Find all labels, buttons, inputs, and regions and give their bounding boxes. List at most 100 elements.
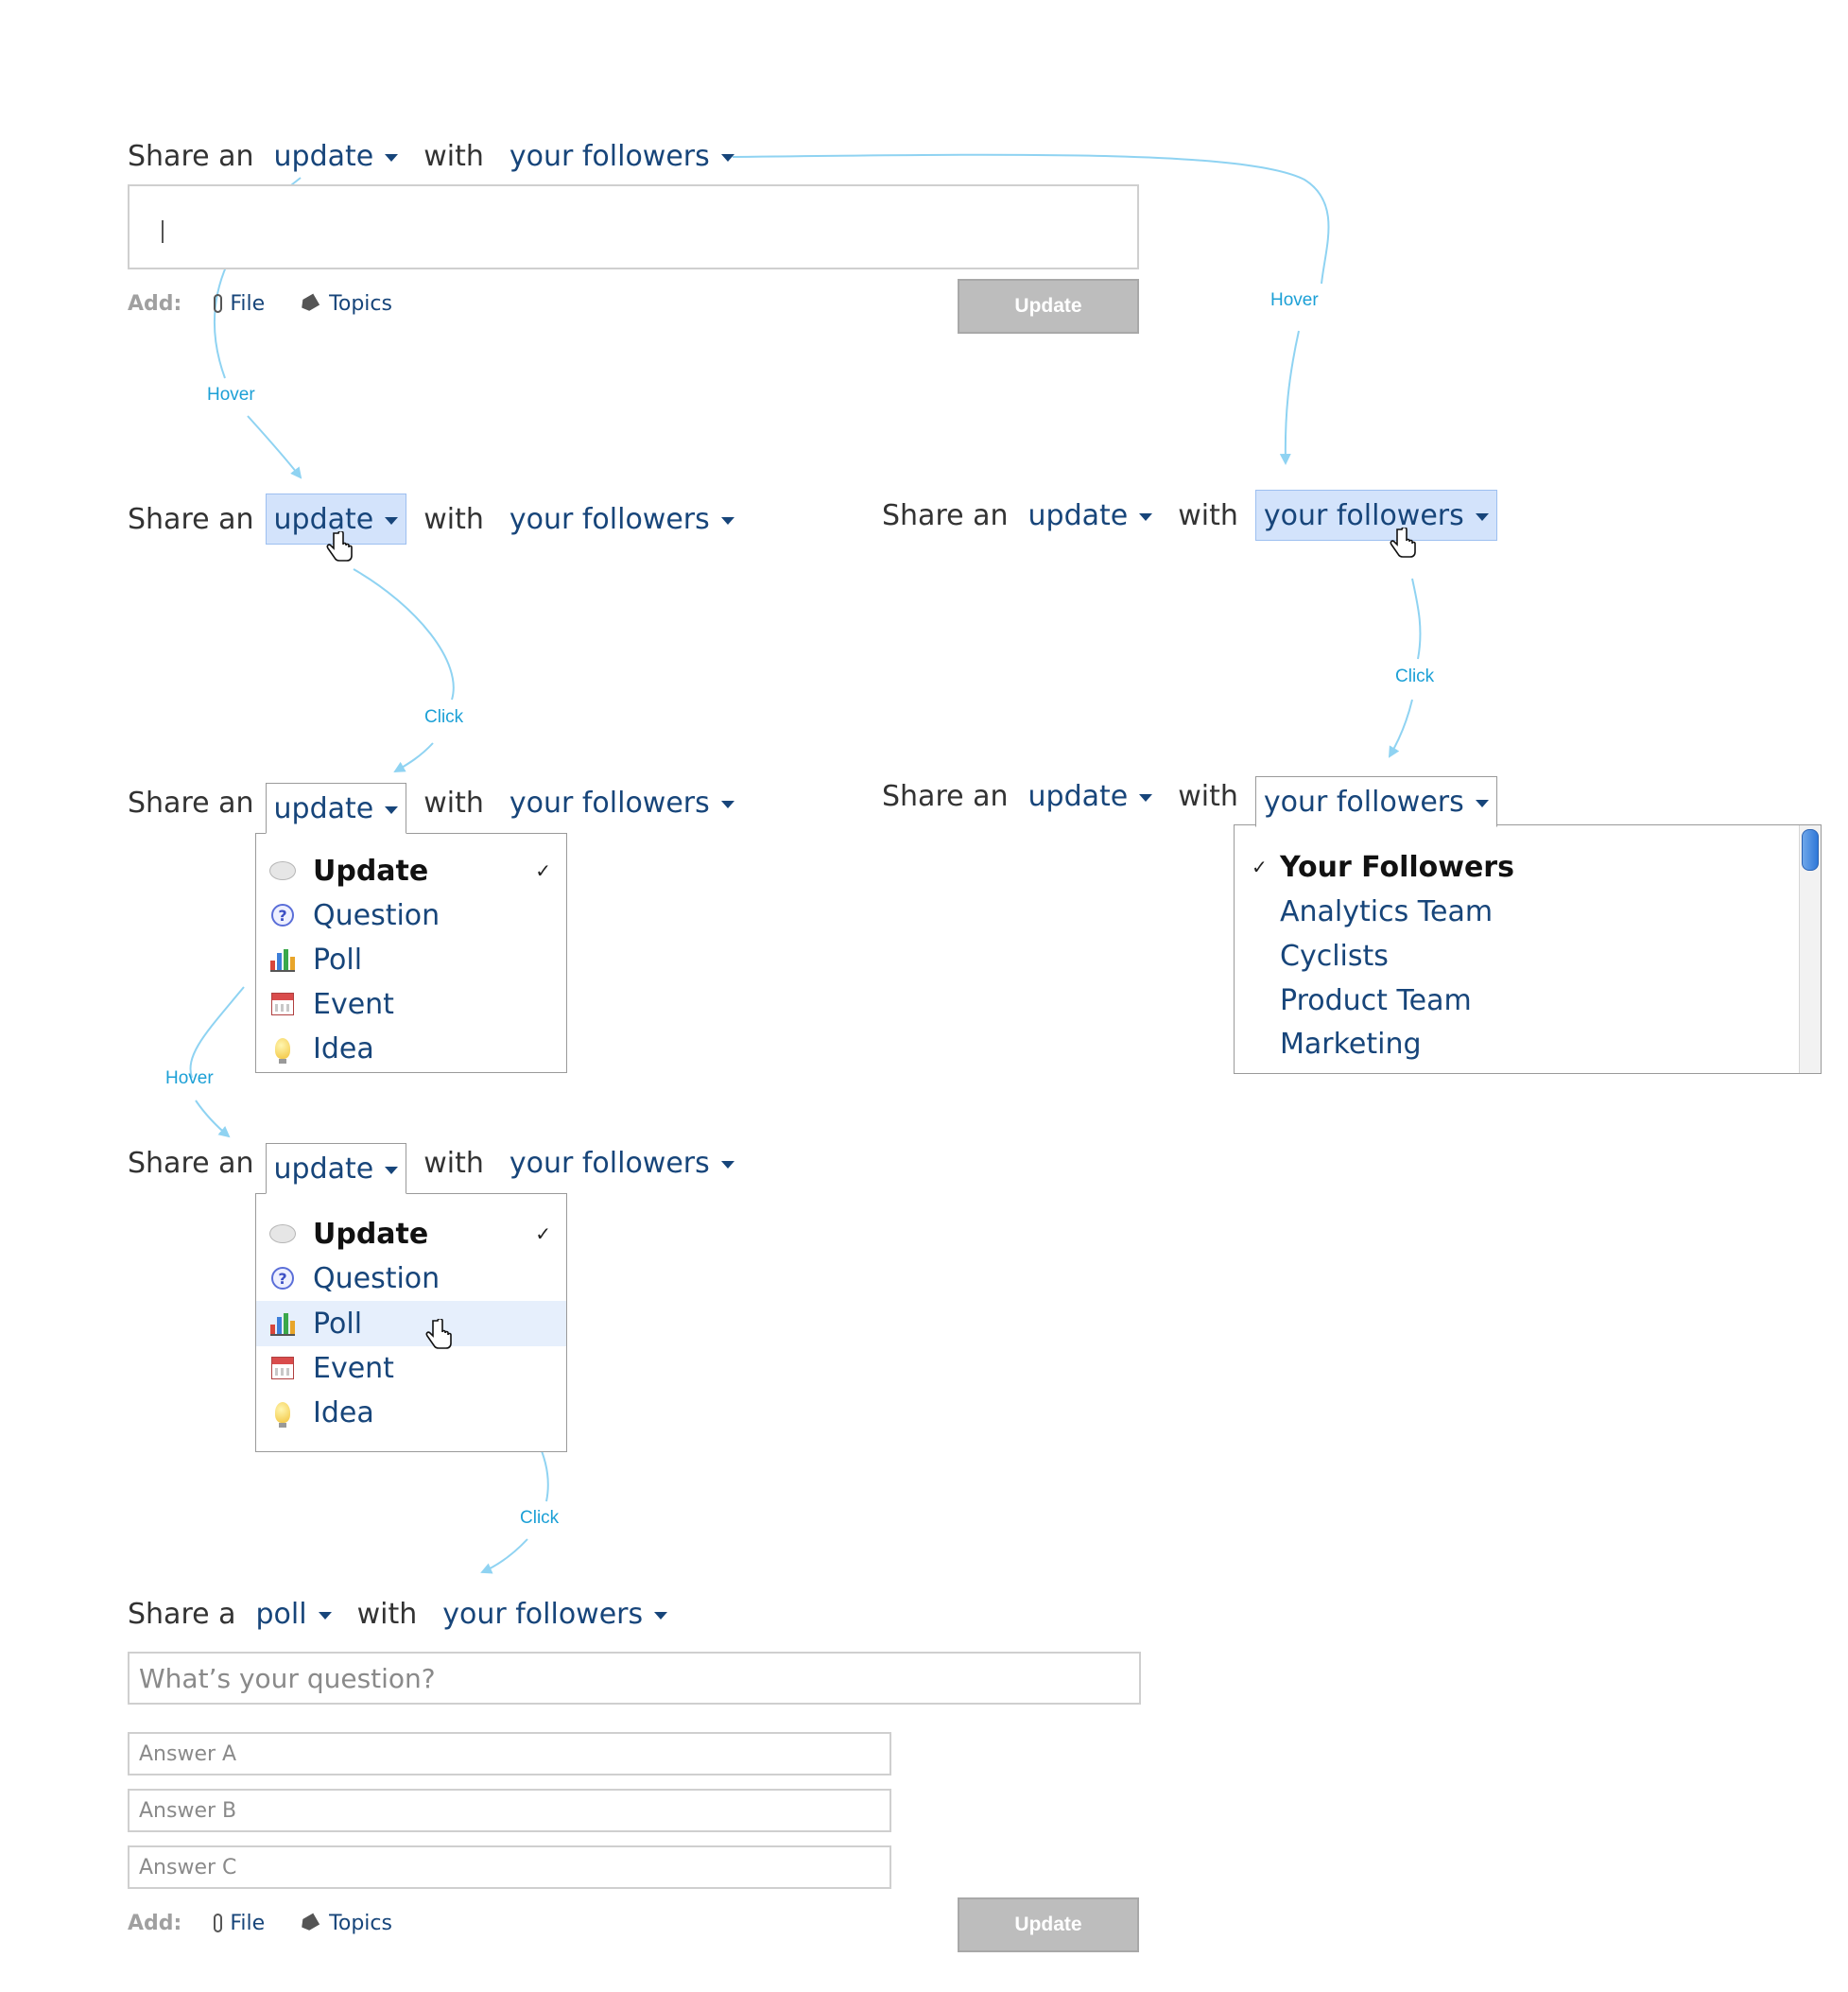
with-text: with bbox=[423, 1146, 484, 1180]
message-type-selector[interactable]: update bbox=[1020, 776, 1162, 816]
group-item-your-followers[interactable]: ✓ Your Followers bbox=[1235, 846, 1792, 888]
add-file-link[interactable]: File bbox=[214, 292, 265, 316]
audience-scrollbar[interactable] bbox=[1799, 825, 1821, 1073]
poll-answer-a-input[interactable]: Answer A bbox=[128, 1732, 891, 1775]
update-button[interactable]: Update bbox=[958, 279, 1139, 334]
update-button[interactable]: Update bbox=[958, 1897, 1139, 1952]
menu-item-question[interactable]: ? Question bbox=[256, 894, 566, 936]
check-icon: ✓ bbox=[535, 1222, 551, 1245]
audience-selector[interactable]: your followers bbox=[501, 1143, 743, 1183]
menu-item-label: Poll bbox=[313, 1307, 363, 1341]
add-topics-link[interactable]: Topics bbox=[301, 1912, 392, 1935]
share-line-followers-open: Share an update with your followers bbox=[882, 775, 1497, 827]
caret-down-icon bbox=[1139, 513, 1153, 521]
caret-down-icon bbox=[385, 154, 399, 162]
audience-selector[interactable]: your followers bbox=[1254, 776, 1497, 827]
share-prefix-text: Share an bbox=[128, 786, 254, 820]
message-type-selector[interactable]: update bbox=[266, 136, 407, 176]
menu-item-poll[interactable]: Poll bbox=[256, 939, 566, 980]
menu-item-label: Event bbox=[313, 987, 394, 1021]
flow-arrow-click-update bbox=[353, 568, 455, 701]
caret-down-icon bbox=[720, 517, 734, 525]
with-text: with bbox=[423, 786, 484, 820]
message-type-dropdown: Update ✓ ? Question Poll Event Idea bbox=[255, 833, 567, 1073]
menu-item-idea[interactable]: Idea bbox=[256, 1392, 566, 1433]
audience-selector[interactable]: your followers bbox=[1254, 490, 1497, 541]
caret-down-icon bbox=[385, 806, 399, 814]
text-cursor bbox=[162, 220, 164, 243]
menu-item-label: Update bbox=[313, 854, 429, 888]
calendar-icon bbox=[269, 1355, 296, 1381]
audience-selector[interactable]: your followers bbox=[501, 136, 743, 176]
menu-item-event[interactable]: Event bbox=[256, 983, 566, 1025]
share-line-hover-followers: Share an update with your followers bbox=[882, 490, 1497, 541]
group-label: Cyclists bbox=[1280, 939, 1389, 973]
audience-selector[interactable]: your followers bbox=[434, 1594, 676, 1634]
caret-down-icon bbox=[720, 154, 734, 162]
audience-selector[interactable]: your followers bbox=[501, 499, 743, 539]
calendar-icon bbox=[269, 991, 296, 1017]
update-textarea[interactable] bbox=[128, 184, 1139, 269]
check-icon: ✓ bbox=[535, 859, 551, 882]
menu-item-question[interactable]: ? Question bbox=[256, 1257, 566, 1299]
message-type-selector[interactable]: update bbox=[265, 1143, 407, 1194]
caret-down-icon bbox=[385, 517, 399, 525]
menu-item-update[interactable]: Update ✓ bbox=[256, 1213, 566, 1255]
add-topics-link[interactable]: Topics bbox=[301, 292, 392, 316]
add-file-link[interactable]: File bbox=[214, 1912, 265, 1935]
hand-cursor-icon bbox=[326, 531, 353, 562]
with-text: with bbox=[423, 502, 484, 536]
caret-down-icon bbox=[385, 1167, 399, 1174]
share-line-hover-update: Share an update with your followers bbox=[128, 494, 743, 545]
share-line-poll: Share a poll with your followers bbox=[128, 1593, 676, 1635]
question-icon: ? bbox=[269, 1265, 296, 1291]
share-line-update-open: Share an update with your followers bbox=[128, 782, 743, 834]
audience-label: your followers bbox=[509, 1146, 710, 1180]
message-type-dropdown: Update ✓ ? Question Poll Event Idea bbox=[255, 1193, 567, 1452]
menu-item-poll[interactable]: Poll bbox=[256, 1301, 566, 1346]
poll-answer-c-input[interactable]: Answer C bbox=[128, 1845, 891, 1889]
share-prefix-text: Share an bbox=[882, 498, 1009, 532]
menu-item-idea[interactable]: Idea bbox=[256, 1028, 566, 1069]
caret-down-icon bbox=[1475, 513, 1489, 521]
share-prefix-text: Share an bbox=[128, 139, 254, 173]
menu-item-update[interactable]: Update ✓ bbox=[256, 850, 566, 892]
share-line-default: Share an update with your followers bbox=[128, 135, 743, 177]
audience-dropdown: ✓ Your Followers Analytics Team Cyclists… bbox=[1234, 824, 1822, 1074]
message-type-selector[interactable]: update bbox=[265, 783, 407, 834]
menu-item-label: Question bbox=[313, 898, 440, 932]
poll-question-input[interactable]: What’s your question? bbox=[128, 1652, 1141, 1705]
group-item-product-team[interactable]: Product Team bbox=[1235, 979, 1792, 1021]
share-prefix-text: Share an bbox=[882, 779, 1009, 813]
hand-cursor-icon bbox=[425, 1319, 452, 1349]
share-prefix-text: Share an bbox=[128, 502, 254, 536]
topics-label: Topics bbox=[329, 291, 392, 316]
paperclip-icon bbox=[214, 294, 223, 313]
file-label: File bbox=[230, 1911, 266, 1935]
message-type-label: poll bbox=[255, 1597, 307, 1631]
click-annotation: Click bbox=[520, 1508, 560, 1528]
caret-down-icon bbox=[720, 801, 734, 808]
audience-label: your followers bbox=[1263, 498, 1464, 532]
check-icon: ✓ bbox=[1252, 856, 1268, 878]
caret-down-icon bbox=[654, 1612, 668, 1620]
topics-label: Topics bbox=[329, 1911, 392, 1935]
group-item-analytics-team[interactable]: Analytics Team bbox=[1235, 891, 1792, 932]
menu-item-label: Poll bbox=[313, 943, 363, 977]
audience-label: your followers bbox=[442, 1597, 644, 1631]
message-type-label: update bbox=[1028, 498, 1129, 532]
menu-item-label: Idea bbox=[313, 1031, 374, 1065]
group-item-marketing[interactable]: Marketing bbox=[1235, 1023, 1792, 1065]
group-item-cyclists[interactable]: Cyclists bbox=[1235, 935, 1792, 977]
group-label: Product Team bbox=[1280, 983, 1472, 1017]
audience-selector[interactable]: your followers bbox=[501, 783, 743, 823]
caret-down-icon bbox=[720, 1161, 734, 1169]
message-type-selector[interactable]: poll bbox=[248, 1594, 340, 1634]
menu-item-event[interactable]: Event bbox=[256, 1347, 566, 1389]
add-attachments-row: Add: File Topics bbox=[128, 1908, 428, 1938]
poll-answer-b-input[interactable]: Answer B bbox=[128, 1789, 891, 1832]
lightbulb-icon bbox=[269, 1399, 296, 1428]
paperclip-icon bbox=[214, 1914, 223, 1932]
message-type-selector[interactable]: update bbox=[1020, 495, 1162, 535]
scrollbar-thumb[interactable] bbox=[1802, 829, 1819, 871]
